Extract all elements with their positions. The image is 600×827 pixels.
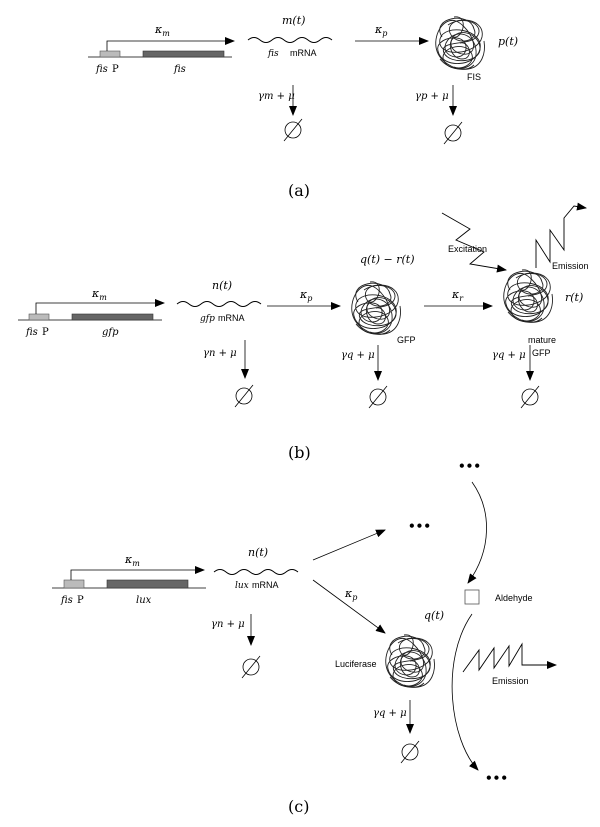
fis-gene-b: fis P gfp κm	[18, 287, 165, 338]
fis-label-a: fis	[95, 64, 108, 75]
mrna-wave-a	[247, 37, 333, 43]
emission-label-b: Emission	[552, 261, 589, 271]
gene-label-b: gfp	[102, 327, 119, 338]
gfp-protein-blob	[351, 281, 401, 335]
mature-label-line1: mature	[528, 335, 556, 345]
mrna-text-b: mRNA	[218, 313, 245, 323]
panel-b: fis P gfp κm n(t) gfp mRNA κp q(t) − r(t…	[18, 202, 589, 462]
panel-label-a: (a)	[288, 181, 310, 200]
rate-translation-b: κp	[299, 288, 312, 303]
rate-transcription-b: κm	[91, 287, 107, 302]
rate-transcription-c: κm	[124, 553, 140, 568]
decay-label-n-c: γn + μ	[211, 619, 245, 630]
mature-gfp-blob	[503, 269, 553, 323]
fis-gene-c: fis P lux κm	[52, 553, 206, 606]
excitation-zigzag	[441, 212, 507, 273]
aldehyde-label: Aldehyde	[495, 593, 533, 603]
mrna-var-a: m(t)	[282, 14, 305, 27]
panel-a: fis P fis κm m(t) fis mRNA κp p(t) FIS γ…	[88, 14, 518, 200]
branch-arrow-up	[312, 529, 386, 561]
promoter-label-b: P	[42, 327, 49, 338]
translation-arrow-c	[312, 579, 386, 634]
panel-label-b: (b)	[288, 443, 311, 462]
degradation-symbol-m	[283, 118, 303, 142]
gene-label-a: fis	[173, 64, 186, 75]
panel-c: fis P lux κm n(t) lux mRNA ••• κp q(t) L…	[52, 459, 557, 816]
aldehyde-box	[464, 589, 480, 605]
degradation-symbol-q1	[368, 385, 388, 409]
fis-gene-a: fis P fis κm	[88, 23, 235, 75]
emission-label-c: Emission	[492, 676, 529, 686]
rate-transcription-a: κm	[154, 23, 170, 38]
protein-name-b: GFP	[397, 335, 416, 345]
protein-name-c: Luciferase	[335, 659, 377, 669]
panel-label-c: (c)	[288, 797, 309, 816]
degradation-symbol-n-c	[241, 655, 261, 679]
ellipsis-top: •••	[458, 459, 481, 473]
decay-label-q-c: γq + μ	[373, 708, 407, 719]
mrna-gene-c: lux	[235, 581, 249, 591]
excitation-label: Excitation	[448, 244, 487, 254]
ellipsis-mid: •••	[408, 519, 431, 533]
transcription-arrow-a	[106, 37, 235, 51]
degradation-symbol-p	[443, 121, 463, 145]
promoter-label-c: P	[77, 595, 84, 606]
decay-label-n-b: γn + μ	[203, 348, 237, 359]
promoter-box-a	[99, 50, 121, 58]
protein-name-a: FIS	[467, 72, 481, 82]
mrna-gene-b: gfp	[200, 314, 215, 324]
decay-label-q2: γq + μ	[492, 350, 526, 361]
protein-var-a: p(t)	[498, 35, 518, 48]
mrna-var-b: n(t)	[212, 279, 232, 292]
promoter-label-a: P	[112, 64, 119, 75]
gene-box-b	[71, 313, 154, 321]
substrate-arrow	[467, 481, 487, 584]
promoter-box-b	[28, 313, 50, 321]
mrna-gene-a: fis	[267, 49, 279, 59]
decay-label-m: γm + μ	[258, 91, 295, 102]
gene-box-c	[106, 579, 189, 589]
mrna-wave-b	[176, 301, 262, 307]
rate-maturation: κr	[451, 288, 464, 303]
emission-zigzag-b	[535, 202, 587, 268]
gene-label-c: lux	[136, 595, 152, 606]
promoter-box-c	[63, 579, 85, 589]
mature-label-line2: GFP	[532, 348, 551, 358]
ellipsis-bottom: •••	[485, 771, 508, 785]
fis-label-c: fis	[60, 595, 73, 606]
decay-label-p: γp + μ	[415, 91, 449, 102]
emission-zigzag-c	[462, 642, 557, 673]
transcription-arrow-c	[70, 566, 205, 580]
mature-var: r(t)	[565, 291, 583, 304]
protein-var-c: q(t)	[424, 609, 444, 622]
decay-label-q1: γq + μ	[341, 350, 375, 361]
protein-var-b: q(t) − r(t)	[360, 253, 415, 266]
fis-label-b: fis	[25, 327, 38, 338]
rate-translation-c: κp	[344, 587, 357, 602]
degradation-symbol-q2	[520, 385, 540, 409]
mrna-text-a: mRNA	[290, 48, 317, 58]
fis-protein-blob	[435, 16, 485, 70]
transcription-arrow-b	[35, 299, 165, 314]
degradation-symbol-n-b	[234, 384, 254, 408]
mrna-var-c: n(t)	[248, 546, 268, 559]
degradation-symbol-q-c	[400, 740, 420, 764]
mrna-wave-c	[213, 569, 299, 575]
mrna-text-c: mRNA	[252, 580, 279, 590]
rate-translation-a: κp	[374, 23, 387, 38]
gene-box-a	[142, 50, 225, 58]
product-arrow	[451, 613, 479, 771]
luciferase-blob	[385, 634, 435, 688]
